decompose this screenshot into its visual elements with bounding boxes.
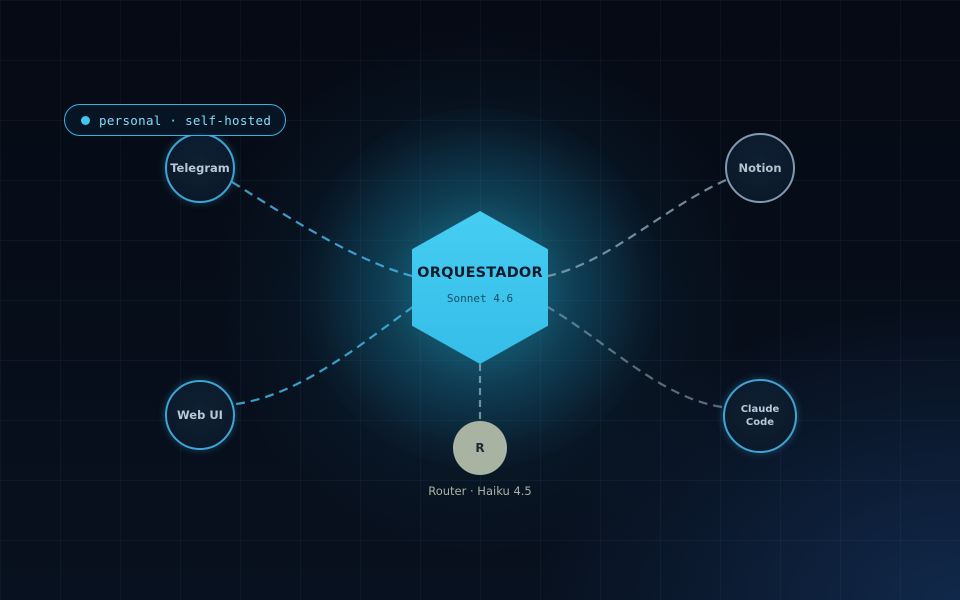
notion-node[interactable]: Notion bbox=[725, 133, 795, 203]
status-dot-icon bbox=[81, 115, 90, 125]
router-node[interactable]: R bbox=[453, 421, 507, 475]
router-letter: R bbox=[475, 441, 485, 455]
orchestrator-node[interactable]: ORQUESTADOR Sonnet 4.6 bbox=[412, 211, 548, 364]
claude-code-label: Claude Code bbox=[740, 404, 780, 428]
link-telegram bbox=[231, 181, 413, 278]
claude-code-node[interactable]: Claude Code bbox=[723, 379, 797, 453]
telegram-node[interactable]: Telegram bbox=[165, 133, 235, 203]
link-web-ui bbox=[235, 305, 415, 406]
deployment-badge: personal · self-hosted bbox=[64, 104, 286, 136]
link-notion bbox=[547, 178, 727, 278]
link-claude-code bbox=[545, 305, 723, 409]
web-ui-node[interactable]: Web UI bbox=[165, 380, 235, 450]
router-caption: Router · Haiku 4.5 bbox=[428, 484, 532, 498]
hexagon-shape bbox=[412, 211, 548, 364]
orchestrator-title: ORQUESTADOR bbox=[417, 265, 543, 281]
badge-text: personal · self-hosted bbox=[99, 112, 272, 128]
web-ui-label: Web UI bbox=[177, 408, 223, 422]
notion-label: Notion bbox=[738, 161, 782, 175]
orchestrator-model: Sonnet 4.6 bbox=[446, 292, 514, 305]
telegram-label: Telegram bbox=[170, 161, 230, 175]
